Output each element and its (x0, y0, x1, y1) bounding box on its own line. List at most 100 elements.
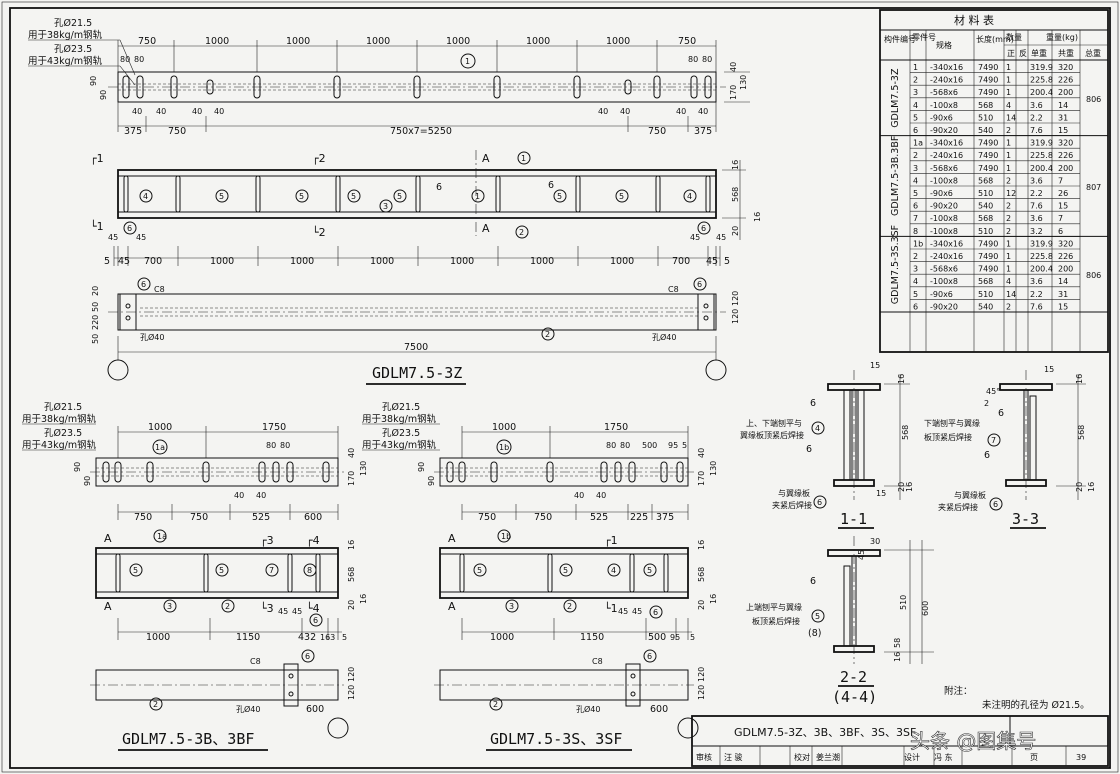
main-side-dim-3: 40 (729, 62, 738, 72)
table-cell: 1 (913, 63, 918, 72)
elev-bottom-dim: 45 (706, 256, 718, 267)
table-cell: -568x6 (930, 265, 958, 274)
part-bubble-label: 2 (567, 602, 572, 611)
part-bubble (393, 189, 407, 203)
bolt-hole (202, 461, 210, 483)
b-plan-dim: 600 (306, 704, 324, 715)
table-cell: 7.6 (1030, 202, 1043, 211)
main-top-dim-8: 750 (678, 36, 696, 47)
table-cell: 3 (913, 164, 918, 173)
main-side-dim-2: 90 (99, 90, 108, 100)
b-hole-1: 孔Ø21.5 (44, 402, 82, 413)
table-cell: 5 (913, 290, 918, 299)
bolt-hole (458, 461, 466, 483)
part-bubble (473, 563, 487, 577)
table-cell: 3.6 (1030, 176, 1043, 185)
s-title: GDLM7.5-3S、3SF (490, 730, 622, 748)
title-cell: 冯 东 (934, 752, 953, 762)
table-cell: 1b (913, 239, 923, 248)
svg-text:4: 4 (815, 424, 820, 433)
s-elev-side-3: 16 (709, 594, 718, 604)
table-cell: -100x8 (930, 176, 958, 185)
b-elev-side-1: 16 (347, 540, 356, 550)
table-cell: 225.8 (1030, 151, 1053, 160)
bolt-hole (114, 461, 122, 483)
part-bubble (379, 199, 393, 213)
table-cell: 7490 (978, 139, 998, 148)
table-cell: 7 (913, 214, 918, 223)
table-cell: 2.2 (1030, 113, 1043, 122)
svg-text:┌1: ┌1 (604, 534, 618, 547)
table-cell: 4 (913, 101, 918, 110)
s-plan-hole: 孔Ø40 (576, 704, 600, 714)
svg-text:2: 2 (493, 700, 498, 709)
part-bubble (303, 563, 317, 577)
elev-mid-dim-3: 45 (690, 233, 700, 242)
part-bubble-label: 5 (397, 192, 402, 201)
table-cell: 15 (1058, 126, 1068, 135)
main-gap-6: 40 (620, 107, 630, 116)
b-top-2: 1750 (262, 422, 286, 433)
s-bottom-3: 525 (590, 512, 608, 523)
part-bubble-label: 1 (521, 154, 526, 163)
bolt-hole (333, 75, 341, 99)
plan-side-3: 220 (91, 315, 100, 330)
stiffener (255, 175, 261, 213)
bolt-hole (322, 461, 330, 483)
table-header-cell: 总重 (1085, 48, 1101, 58)
s-elev-bottom-5: 5 (690, 633, 695, 642)
s-elev-bottom-1: 1000 (490, 632, 514, 643)
table-cell: 2.2 (1030, 189, 1043, 198)
table-cell: 7490 (978, 265, 998, 274)
s33-dim-2: 2 (984, 399, 989, 408)
part-bubble (615, 189, 629, 203)
table-cell: 568 (978, 101, 993, 110)
part-bubble-label: 8 (307, 566, 312, 575)
stiffener (655, 175, 661, 213)
table-cell: 1 (1006, 164, 1011, 173)
main-hole-note-3: 孔Ø23.5 (54, 44, 92, 55)
plan-hole-left: 孔Ø40 (140, 332, 164, 342)
s-elev-bottom-4: 95 (670, 633, 680, 642)
table-cell: 540 (978, 126, 993, 135)
mark-1-bottom: └1 (90, 219, 104, 233)
main-hole-note-1: 孔Ø21.5 (54, 18, 92, 29)
svg-text:2: 2 (153, 700, 158, 709)
table-cell: 320 (1058, 239, 1073, 248)
table-cell: 2 (1006, 214, 1011, 223)
s-mid-2: 45 (632, 607, 642, 616)
table-cell: 319.9 (1030, 63, 1053, 72)
svg-text:A: A (104, 600, 112, 613)
table-cell: 510 (978, 189, 993, 198)
bolt-hole (258, 461, 266, 483)
bolt-hole (136, 75, 144, 99)
elev-mid-dim-4: 45 (716, 233, 726, 242)
main-bottom-dim-3: 750x7=5250 (390, 126, 452, 137)
part-bubble (643, 563, 657, 577)
plan-side-5: 120 (731, 291, 740, 306)
b-plan-angle: C8 (250, 657, 261, 666)
table-cell: -90x20 (930, 126, 958, 135)
b-bottom-4: 600 (304, 512, 322, 523)
main-plan: 7500 孔Ø40 孔Ø40 C8 C8 6 6 2 20 50 220 50 … (91, 277, 740, 385)
table-cell: 1 (1006, 139, 1011, 148)
table-cell: -100x8 (930, 214, 958, 223)
table-cell: 14 (1058, 277, 1068, 286)
bolt-hole (413, 75, 421, 99)
main-top-dim-3: 1000 (286, 36, 310, 47)
table-cell: 7490 (978, 76, 998, 85)
s-top-4: 80 (620, 441, 630, 450)
table-cell: 7490 (978, 63, 998, 72)
b-hole-4: 用于43kg/m钢轨 (22, 439, 97, 451)
part-bubble-label: 4 (611, 566, 616, 575)
table-cell: 7490 (978, 239, 998, 248)
s-hole-1: 孔Ø21.5 (382, 402, 420, 413)
bolt-hole (446, 461, 454, 483)
s33-dim-4: 568 (1077, 425, 1086, 440)
bolt-hole (653, 75, 661, 99)
table-cell: 2 (1006, 126, 1011, 135)
table-cell: 5 (913, 113, 918, 122)
b-mid-1: 45 (278, 607, 288, 616)
table-cell: -90x20 (930, 202, 958, 211)
